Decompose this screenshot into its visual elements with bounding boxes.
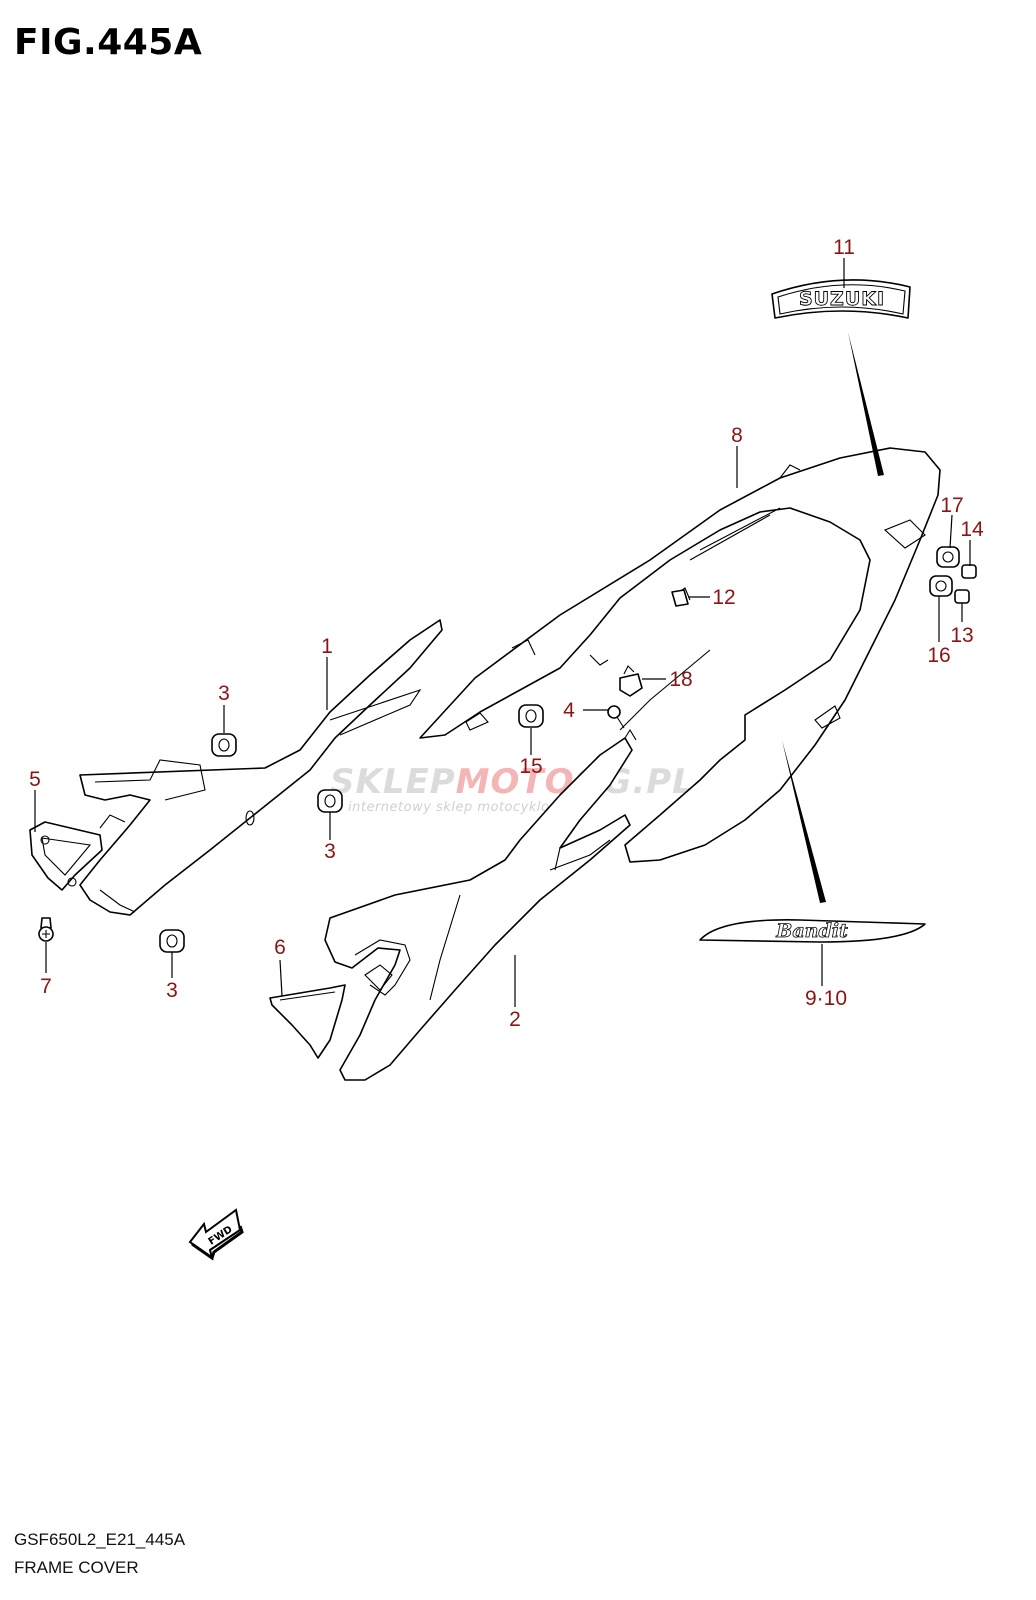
callout-15: 15	[519, 755, 542, 778]
cover-piece-part-6	[269, 984, 346, 1059]
clip-part-18	[619, 665, 643, 697]
callout-12: 12	[712, 586, 735, 609]
grommet-part-15	[518, 704, 544, 728]
bolt-part-4	[607, 705, 625, 729]
bandit-text: Bandit	[775, 920, 848, 942]
grommet-part-16	[929, 575, 953, 597]
collar-part-13	[954, 589, 970, 604]
grommet-part-3-lower	[159, 929, 185, 953]
callout-2: 2	[509, 1008, 521, 1031]
callout-9-10: 9·10	[805, 987, 847, 1010]
callout-11: 11	[833, 236, 855, 259]
leader-lines	[34, 258, 971, 1007]
callout-14: 14	[960, 518, 984, 541]
callout-6: 6	[274, 936, 286, 959]
figure-caption: FRAME COVER	[14, 1558, 139, 1577]
pointer-to-bandit	[782, 740, 826, 903]
callout-17: 17	[940, 494, 963, 517]
emblem-text: SUZUKI	[799, 288, 885, 310]
pointer-to-emblem	[848, 332, 884, 476]
frame-cover-part-1	[79, 619, 443, 916]
callout-16: 16	[927, 644, 950, 667]
grommet-part-3-middle	[317, 789, 343, 813]
watermark-part-1: SKLEP	[330, 762, 456, 802]
emblem-decal-part-11: SUZUKI	[771, 279, 911, 319]
bandit-decal-part-9-10: Bandit	[699, 919, 926, 943]
bracket-part-5	[29, 821, 103, 891]
callout-18: 18	[669, 668, 692, 691]
callout-3-lower: 3	[166, 979, 178, 1002]
callout-3-upper: 3	[218, 682, 230, 705]
callout-4: 4	[563, 699, 575, 722]
callout-8: 8	[731, 424, 743, 447]
forward-direction-arrow: FWD	[188, 1208, 244, 1261]
watermark-part-2: MOTO	[455, 762, 575, 802]
model-code: GSF650L2_E21_445A	[14, 1530, 186, 1549]
callout-7: 7	[40, 975, 52, 998]
tail-cowl-part-8	[419, 447, 941, 863]
callout-13: 13	[950, 624, 973, 647]
callout-3-middle: 3	[324, 840, 336, 863]
nut-part-12	[671, 589, 689, 607]
callout-1: 1	[321, 635, 333, 658]
collar-part-14	[961, 564, 977, 579]
callout-5: 5	[29, 768, 41, 791]
grommet-part-3-upper	[211, 733, 237, 757]
callout-labels: 1 2 3 3 3 4 5 6 7 8 9·10 11 12 13 14 15 …	[29, 236, 984, 1031]
figure-title: FIG.445A	[14, 22, 203, 63]
screw-part-7	[38, 917, 54, 942]
frame-cover-part-2	[324, 728, 637, 1081]
watermark-tagline: internetowy sklep motocyklowy	[348, 800, 569, 815]
grommet-part-17	[936, 546, 960, 568]
